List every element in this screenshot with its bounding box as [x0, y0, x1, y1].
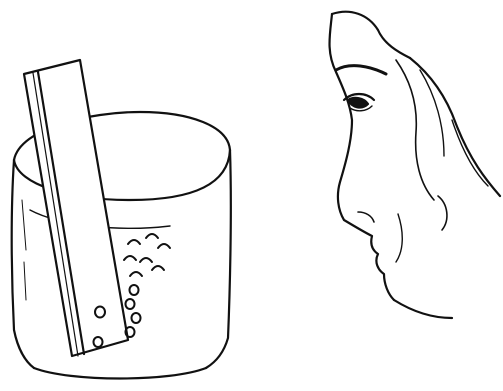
beaker-bottom: [34, 368, 206, 379]
metal-strip: [24, 60, 128, 356]
beaker-left-wall: [12, 160, 34, 368]
bubble: [126, 299, 135, 309]
bubble: [128, 240, 140, 244]
beaker-reflection: [22, 200, 26, 300]
face-profile: [330, 14, 395, 300]
hair-front: [332, 12, 410, 58]
beaker-right-wall: [206, 150, 231, 368]
bubble: [132, 313, 141, 323]
bubble: [130, 285, 139, 295]
hair-strand: [396, 60, 434, 200]
bubble: [146, 234, 158, 238]
bubble: [130, 272, 142, 276]
observer-face: [330, 12, 501, 318]
jaw-line: [394, 300, 452, 318]
cheek-line: [396, 214, 402, 262]
eye: [348, 98, 368, 108]
bubble: [124, 256, 136, 260]
bubble: [158, 244, 170, 248]
eyebrow: [336, 66, 386, 74]
bubble: [152, 266, 164, 270]
nostril: [358, 212, 374, 222]
hair-strand: [420, 70, 444, 156]
ear: [438, 196, 447, 230]
bubble: [140, 258, 152, 262]
